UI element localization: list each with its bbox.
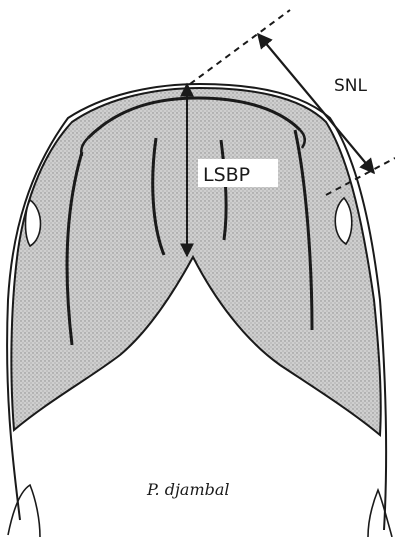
right-pectoral-spine bbox=[368, 490, 392, 537]
left-pectoral-spine bbox=[8, 485, 40, 537]
lsbp-label: LSBP bbox=[203, 164, 250, 186]
snl-label: SNL bbox=[334, 76, 368, 96]
species-label: P. djambal bbox=[146, 480, 230, 499]
snl-extension-top bbox=[190, 10, 290, 84]
